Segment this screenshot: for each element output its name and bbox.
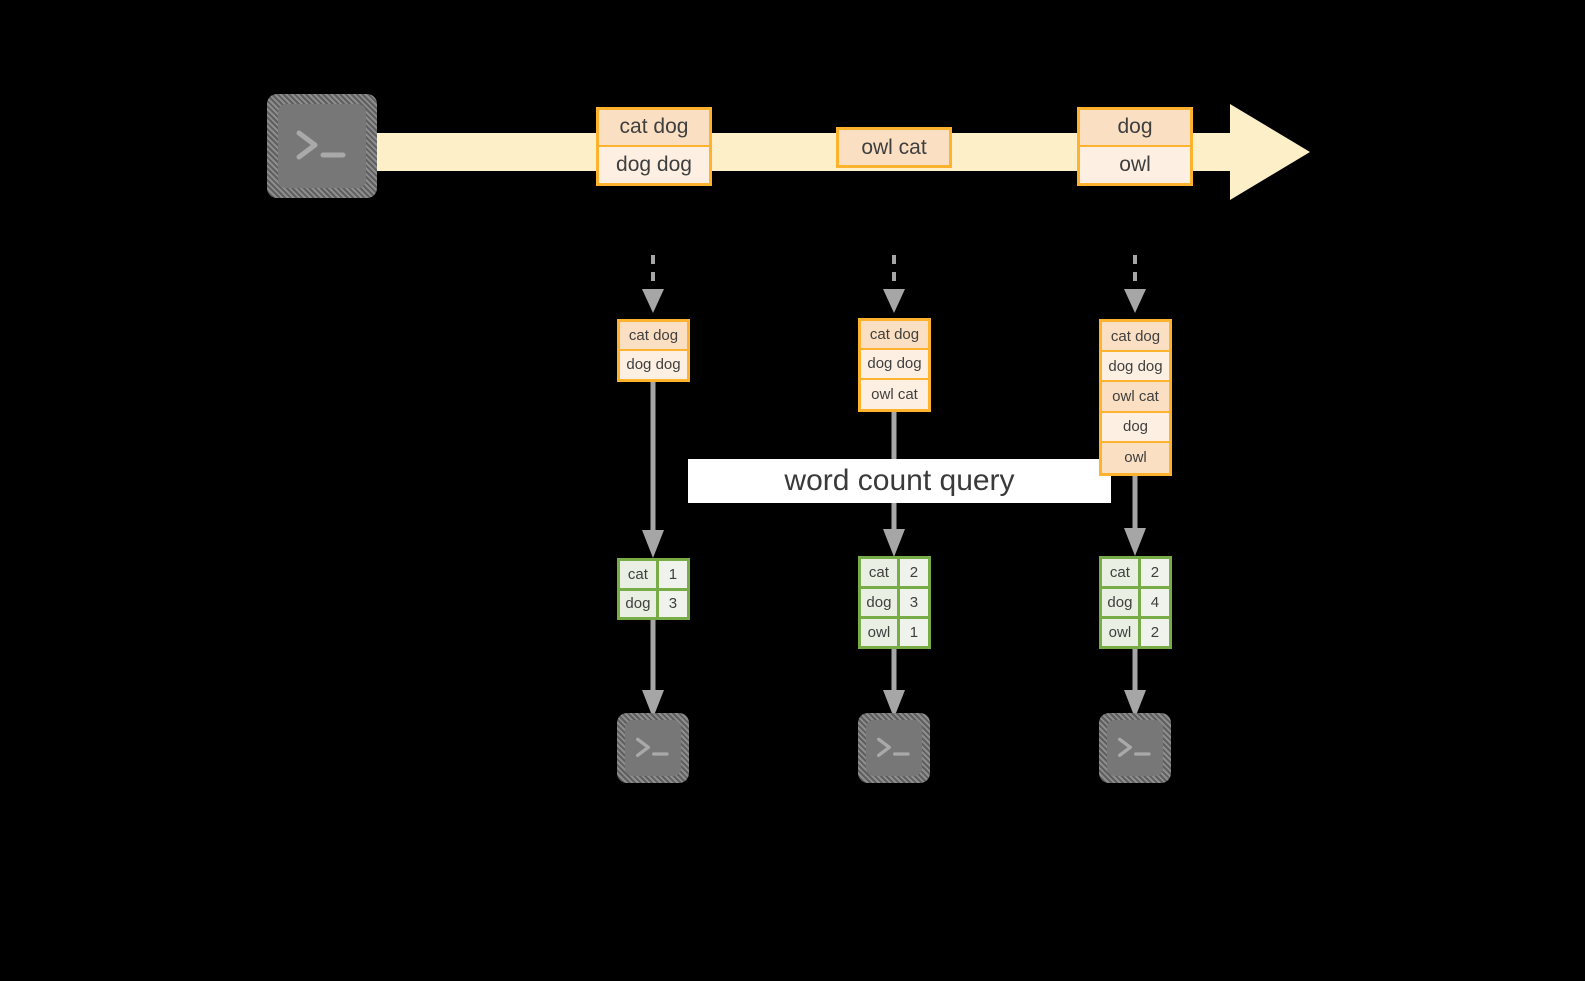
snapshot-3-input-line: owl [1102, 442, 1169, 473]
snapshot-1-sink-terminal-icon [617, 713, 689, 783]
query-banner: word count query [688, 459, 1111, 503]
result-count-cell: 3 [658, 590, 687, 617]
result-count-cell: 1 [899, 619, 928, 646]
result-word-cell: dog [620, 590, 659, 617]
result-word-cell: dog [1102, 589, 1141, 616]
result-count-cell: 4 [1140, 589, 1169, 616]
table-row: dog 3 [620, 590, 687, 617]
snapshot-2-input-line: owl cat [861, 379, 928, 409]
snapshot-1-input-line: cat dog [620, 322, 687, 351]
result-count-cell: 2 [1140, 619, 1169, 646]
snapshot-2-input-line: dog dog [861, 350, 928, 380]
result-count-cell: 1 [658, 561, 687, 588]
result-word-cell: dog [861, 589, 900, 616]
terminal-prompt-glyph [296, 130, 346, 160]
snapshot-2-result-table[interactable]: cat 2 dog 3 owl 1 [858, 556, 931, 649]
terminal-prompt-glyph [877, 737, 910, 757]
stream-record-line: dog dog [599, 146, 709, 183]
stream-record-line: owl cat [839, 130, 949, 165]
table-row: dog 4 [1102, 589, 1169, 619]
sink-arrow-2 [883, 649, 905, 718]
result-word-cell: cat [1102, 559, 1141, 586]
source-terminal-icon [267, 94, 377, 198]
result-word-cell: owl [861, 619, 900, 646]
dashed-connector-3 [1124, 255, 1146, 313]
snapshot-3-result-table[interactable]: cat 2 dog 4 owl 2 [1099, 556, 1172, 649]
stream-record-line: owl [1080, 146, 1190, 183]
stream-record-3[interactable]: dog owl [1077, 107, 1193, 186]
terminal-prompt-glyph [636, 737, 669, 757]
snapshot-3-input-line: dog [1102, 412, 1169, 443]
table-row: owl 2 [1102, 619, 1169, 646]
snapshot-2-input-line: cat dog [861, 321, 928, 351]
snapshot-3-input-line: dog dog [1102, 352, 1169, 383]
result-word-cell: cat [620, 561, 659, 588]
snapshot-3-input-line: owl cat [1102, 382, 1169, 413]
snapshot-3-input-box[interactable]: cat dog dog dog owl cat dog owl [1099, 319, 1172, 476]
table-row: cat 2 [861, 559, 928, 589]
result-count-cell: 2 [1140, 559, 1169, 586]
dashed-connector-2 [883, 255, 905, 313]
table-row: dog 3 [861, 589, 928, 619]
terminal-prompt-glyph [1117, 737, 1151, 757]
stream-record-line: dog [1080, 110, 1190, 147]
stream-record-2[interactable]: owl cat [836, 127, 952, 168]
sink-arrow-1 [642, 620, 664, 718]
sink-arrow-3 [1124, 649, 1146, 718]
stream-record-1[interactable]: cat dog dog dog [596, 107, 712, 186]
snapshot-2-sink-terminal-icon [858, 713, 930, 783]
table-row: owl 1 [861, 619, 928, 646]
stream-record-line: cat dog [599, 110, 709, 147]
query-arrow-1 [642, 382, 664, 558]
dashed-connector-1 [642, 255, 664, 313]
snapshot-1-input-line: dog dog [620, 350, 687, 379]
snapshot-1-result-table[interactable]: cat 1 dog 3 [617, 558, 690, 620]
query-arrow-3 [1124, 476, 1146, 556]
result-word-cell: owl [1102, 619, 1141, 646]
result-word-cell: cat [861, 559, 900, 586]
snapshot-1-input-box[interactable]: cat dog dog dog [617, 319, 690, 382]
table-row: cat 1 [620, 561, 687, 591]
table-row: cat 2 [1102, 559, 1169, 589]
snapshot-2-input-box[interactable]: cat dog dog dog owl cat [858, 318, 931, 412]
snapshot-3-sink-terminal-icon [1099, 713, 1171, 783]
result-count-cell: 3 [899, 589, 928, 616]
snapshot-3-input-line: cat dog [1102, 322, 1169, 353]
result-count-cell: 2 [899, 559, 928, 586]
